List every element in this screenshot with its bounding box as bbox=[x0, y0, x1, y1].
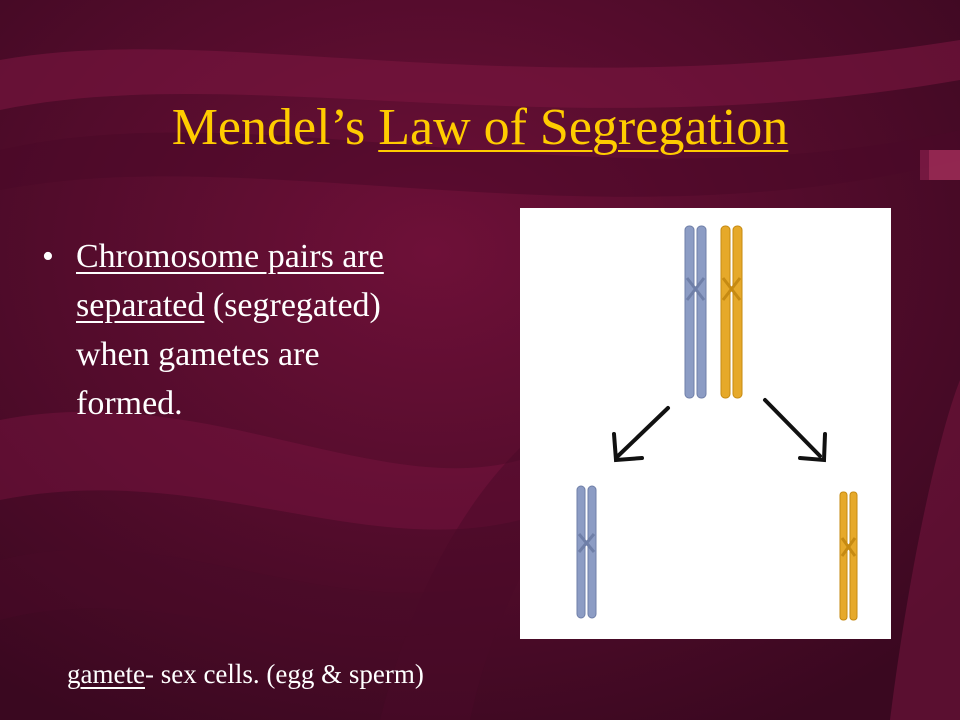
bullet-line-1: Chromosome pairs are bbox=[76, 232, 476, 281]
bullet-line-2-rest: (segregated) bbox=[204, 287, 381, 324]
footnote: gamete- sex cells. (egg & sperm) bbox=[67, 656, 424, 692]
chromosome-pair-icon bbox=[684, 225, 743, 399]
footnote-definition: - sex cells. (egg & sperm) bbox=[144, 659, 424, 689]
title-underlined: Law of Segregation bbox=[378, 99, 789, 156]
slide-title: Mendel’s Law of Segregation bbox=[0, 96, 960, 160]
bullet-text: Chromosome pairs are separated (segregat… bbox=[76, 232, 476, 428]
blue-chromosome-icon bbox=[576, 485, 597, 619]
bullet-line-4: formed. bbox=[76, 385, 183, 422]
footnote-term: gamete bbox=[67, 659, 145, 689]
arrow-left-icon bbox=[612, 406, 670, 463]
bullet-line-2: separated (segregated) bbox=[76, 281, 476, 330]
bullet-line-2-underlined: separated bbox=[76, 287, 205, 324]
gold-chromosome-icon bbox=[839, 491, 858, 621]
bullet-line-3: when gametes are bbox=[76, 336, 320, 373]
bullet-icon: • bbox=[42, 238, 54, 275]
title-prefix: Mendel’s bbox=[171, 99, 379, 156]
chromosome-diagram-svg bbox=[576, 225, 858, 621]
chromosome-diagram bbox=[520, 208, 891, 639]
arrow-right-icon bbox=[763, 398, 827, 463]
bullet-line-1-text: Chromosome pairs are bbox=[76, 238, 384, 275]
